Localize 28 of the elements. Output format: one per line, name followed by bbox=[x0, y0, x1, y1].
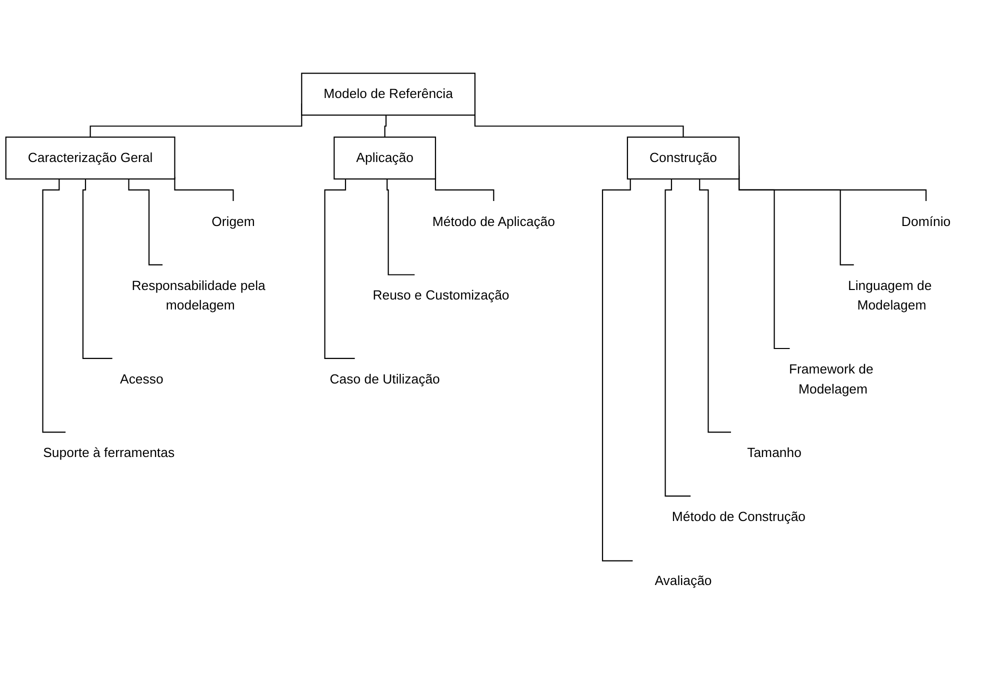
node-text: Tamanho bbox=[747, 445, 802, 460]
node-text: Acesso bbox=[120, 372, 164, 386]
connector bbox=[384, 115, 387, 138]
node-text: Método de Construção bbox=[672, 509, 806, 524]
node-text: Framework de Modelagem bbox=[788, 362, 874, 396]
node-text: Método de Aplicação bbox=[432, 214, 555, 229]
connector bbox=[174, 176, 234, 202]
connector bbox=[128, 178, 163, 266]
connector bbox=[324, 178, 355, 359]
node-text: Domínio bbox=[901, 214, 951, 229]
connector bbox=[699, 178, 731, 433]
node-box: Aplicação bbox=[334, 136, 436, 180]
node-text: Origem bbox=[212, 214, 255, 229]
connector bbox=[386, 178, 415, 276]
connector bbox=[738, 178, 790, 350]
node-text: Reuso e Customização bbox=[372, 288, 510, 303]
node-text: Suporte à ferramentas bbox=[43, 445, 175, 460]
node-text: Avaliação bbox=[654, 573, 712, 588]
node-box: Modelo de Referência bbox=[301, 72, 476, 116]
connector bbox=[664, 178, 691, 497]
node-text: Caso de Utilização bbox=[330, 372, 440, 386]
node-text: Linguagem de Modelagem bbox=[848, 278, 932, 313]
node-box: Caracterização Geral bbox=[5, 136, 176, 180]
connector bbox=[42, 178, 66, 433]
node-text: Responsabilidade pela modelagem bbox=[132, 278, 266, 313]
node-box: Construção bbox=[626, 136, 740, 180]
connector bbox=[82, 178, 112, 359]
connector bbox=[602, 178, 633, 562]
